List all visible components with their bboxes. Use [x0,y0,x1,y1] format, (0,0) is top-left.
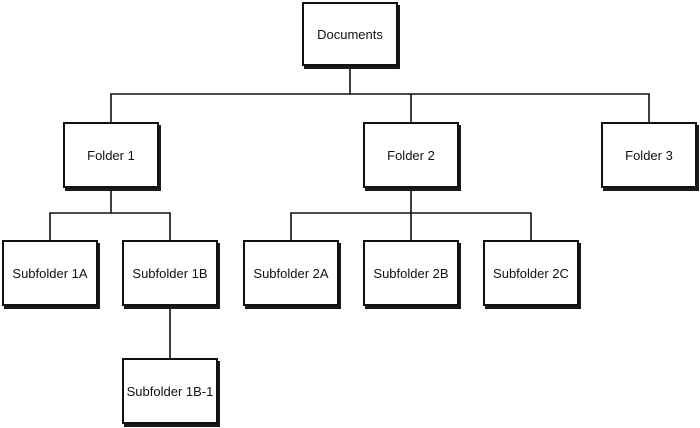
node-label: Folder 3 [625,147,673,163]
node-subfolder-1a[interactable]: Subfolder 1A [2,240,98,306]
node-label: Subfolder 2C [493,265,569,281]
node-label: Subfolder 1B-1 [126,383,214,399]
node-label: Folder 2 [387,147,435,163]
node-label: Documents [317,26,383,42]
node-label: Folder 1 [87,147,135,163]
node-subfolder-1b-1[interactable]: Subfolder 1B-1 [122,358,218,424]
node-subfolder-2a[interactable]: Subfolder 2A [243,240,339,306]
node-label: Subfolder 1A [12,265,88,281]
node-subfolder-2c[interactable]: Subfolder 2C [483,240,579,306]
node-folder-3[interactable]: Folder 3 [601,122,697,188]
node-label: Subfolder 1B [132,265,208,281]
node-documents[interactable]: Documents [302,2,398,66]
node-subfolder-1b[interactable]: Subfolder 1B [122,240,218,306]
node-folder-2[interactable]: Folder 2 [363,122,459,188]
node-label: Subfolder 2B [373,265,449,281]
node-subfolder-2b[interactable]: Subfolder 2B [363,240,459,306]
node-folder-1[interactable]: Folder 1 [63,122,159,188]
node-label: Subfolder 2A [253,265,329,281]
